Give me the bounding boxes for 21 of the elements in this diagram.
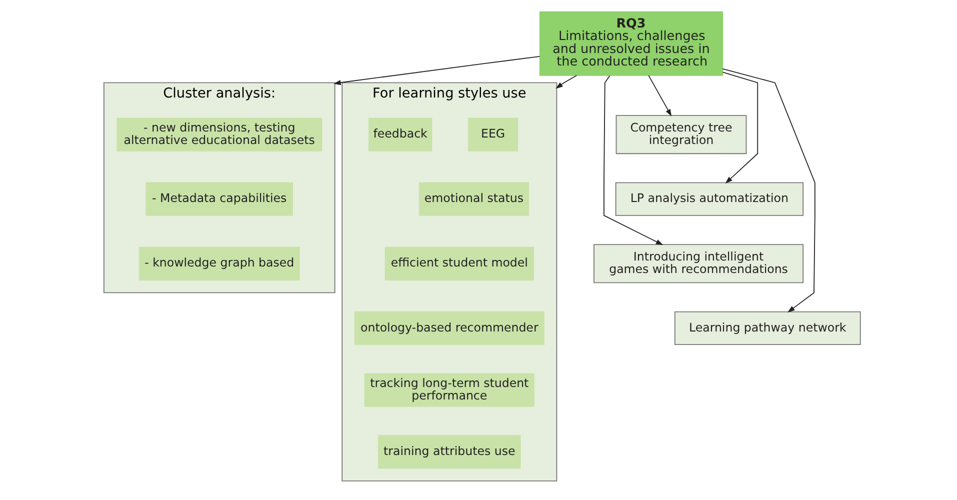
arrow [333, 56, 540, 86]
node-box: Learning pathway network [674, 311, 861, 345]
node-box: Introducing intelligent games with recommendations [594, 244, 804, 284]
node-box: - Metadata capabilities [146, 182, 294, 216]
node-box: feedback [368, 118, 432, 152]
arrow [722, 72, 758, 184]
arrow [648, 74, 672, 116]
node-box: EEG [468, 118, 518, 152]
node-box: training attributes use [378, 435, 521, 469]
node-box: RQ3 Limitations, challenges and unresolved issues in the conducted research [539, 11, 724, 76]
node-box: tracking long-term student performance [364, 373, 534, 407]
node-box: LP analysis automatization [615, 182, 804, 216]
node-box: - new dimensions, testing alternative educational datasets [116, 118, 322, 152]
node-box: efficient student model [384, 246, 534, 280]
node-box: ontology-based recommender [354, 311, 544, 345]
arrow [556, 75, 578, 89]
node-box: emotional status [418, 182, 529, 216]
arrow [604, 75, 664, 246]
arrow [722, 68, 816, 312]
node-box: - knowledge graph based [138, 246, 300, 280]
node-box: Competency tree integration [616, 114, 747, 154]
